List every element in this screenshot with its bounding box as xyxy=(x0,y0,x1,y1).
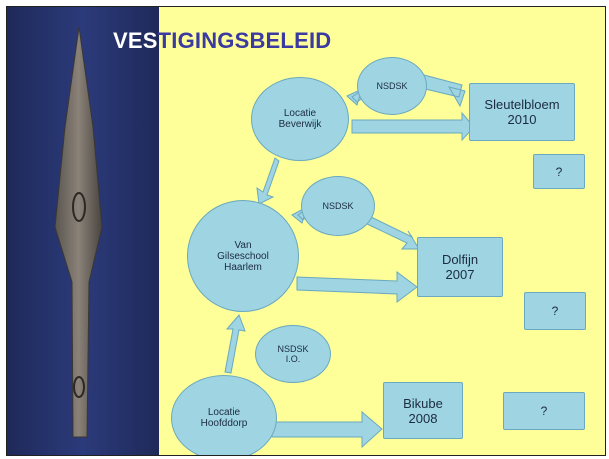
node-nsdsk-top: NSDSK xyxy=(357,57,427,115)
arrow-hoofddorp-to-gilseschool xyxy=(224,314,246,374)
arrow-beverwijk-to-sleutelbloem xyxy=(351,111,475,142)
node-nsdsk-io: NSDSK I.O. xyxy=(255,325,331,383)
spear-image-panel xyxy=(7,7,159,455)
arrow-beverwijk-to-gilseschool xyxy=(256,157,280,205)
node-nsdsk-middle: NSDSK xyxy=(301,176,375,236)
node-bikube: Bikube 2008 xyxy=(383,382,463,439)
spearhead-image xyxy=(54,26,103,438)
node-dolfijn: Dolfijn 2007 xyxy=(417,237,503,297)
slide: VESTIGINGSBELEID Locatie Beverwijk NSDSK… xyxy=(6,6,606,456)
node-sleutelbloem: Sleutelbloem 2010 xyxy=(469,83,575,141)
node-question-2: ? xyxy=(524,292,586,330)
node-locatie-hoofddorp: Locatie Hoofddorp xyxy=(171,375,277,455)
node-question-3: ? xyxy=(503,392,585,430)
slide-title: VESTIGINGSBELEID xyxy=(113,28,332,53)
node-question-1: ? xyxy=(533,154,585,189)
node-locatie-beverwijk: Locatie Beverwijk xyxy=(251,77,349,161)
arrow-nsdsk-to-dolfijn xyxy=(364,215,420,250)
arrow-hoofddorp-to-bikube xyxy=(271,410,383,449)
arrow-gilseschool-to-dolfijn xyxy=(296,271,418,303)
node-van-gilseschool-haarlem: Van Gilseschool Haarlem xyxy=(187,200,299,312)
